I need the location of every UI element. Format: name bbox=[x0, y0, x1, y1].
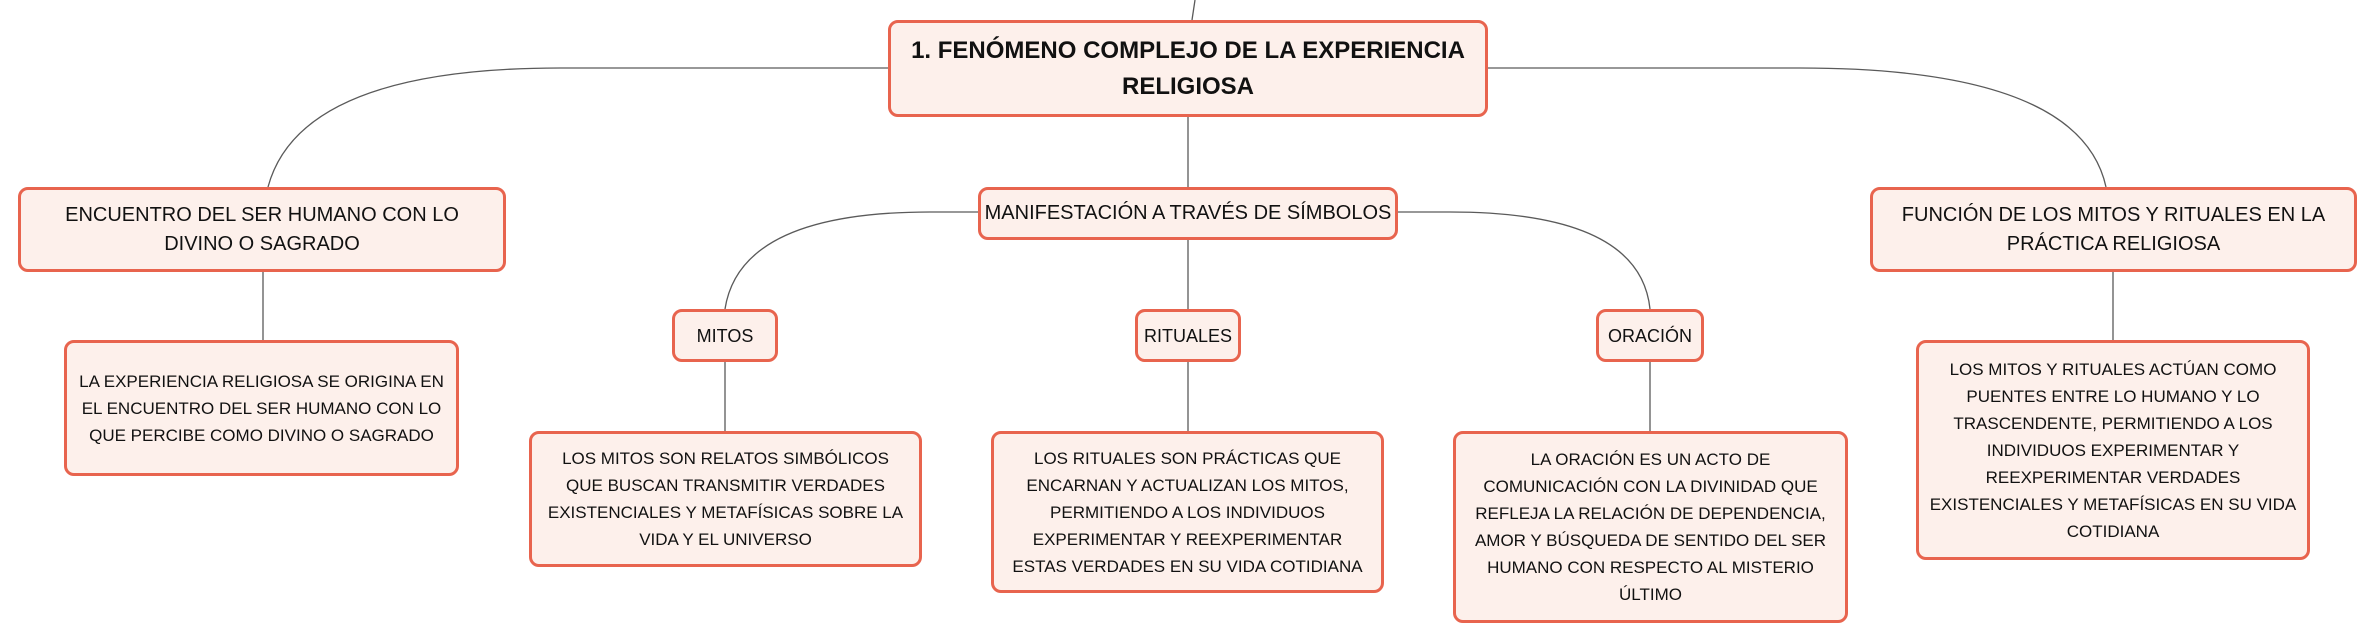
node-simbolos-label: MANIFESTACIÓN A TRAVÉS DE SÍMBOLOS bbox=[984, 202, 1392, 224]
node-rituales-detail[interactable]: LOS RITUALES SON PRÁCTICAS QUE ENCARNAN … bbox=[991, 431, 1384, 593]
node-mitos-detail-text: LOS MITOS SON RELATOS SIMBÓLICOS QUE BUS… bbox=[547, 449, 904, 549]
node-rituales-detail-text: LOS RITUALES SON PRÁCTICAS QUE ENCARNAN … bbox=[1012, 448, 1363, 576]
node-encuentro-detail-text: LA EXPERIENCIA RELIGIOSA SE ORIGINA EN E… bbox=[79, 371, 444, 445]
node-oracion-detail[interactable]: LA ORACIÓN ES UN ACTO DE COMUNICACIÓN CO… bbox=[1453, 431, 1848, 623]
connector-root-incoming bbox=[1191, 0, 1196, 21]
connector-simbolos-oracion bbox=[1398, 211, 1651, 310]
node-simbolos[interactable]: MANIFESTACIÓN A TRAVÉS DE SÍMBOLOS bbox=[978, 187, 1398, 240]
node-mitos-label: MITOS bbox=[696, 325, 754, 346]
node-funcion-detail-text: LOS MITOS Y RITUALES ACTÚAN COMO PUENTES… bbox=[1929, 359, 2297, 541]
node-encuentro-detail[interactable]: LA EXPERIENCIA RELIGIOSA SE ORIGINA EN E… bbox=[64, 340, 459, 476]
node-oracion-label: ORACIÓN bbox=[1607, 325, 1692, 346]
root-label: 1. FENÓMENO COMPLEJO DE LA EXPERIENCIA R… bbox=[911, 36, 1465, 100]
connector-root-encuentro bbox=[267, 67, 888, 188]
root-node[interactable]: 1. FENÓMENO COMPLEJO DE LA EXPERIENCIA R… bbox=[888, 20, 1488, 117]
node-funcion[interactable]: FUNCIÓN DE LOS MITOS Y RITUALES EN LA PR… bbox=[1870, 187, 2357, 272]
connector-simbolos-mitos bbox=[724, 211, 978, 310]
connector-root-funcion bbox=[1488, 67, 2107, 188]
node-funcion-label: FUNCIÓN DE LOS MITOS Y RITUALES EN LA PR… bbox=[1901, 203, 2326, 255]
node-mitos-detail[interactable]: LOS MITOS SON RELATOS SIMBÓLICOS QUE BUS… bbox=[529, 431, 922, 567]
node-oracion[interactable]: ORACIÓN bbox=[1596, 309, 1704, 362]
node-funcion-detail[interactable]: LOS MITOS Y RITUALES ACTÚAN COMO PUENTES… bbox=[1916, 340, 2310, 560]
node-encuentro[interactable]: ENCUENTRO DEL SER HUMANO CON LO DIVINO O… bbox=[18, 187, 506, 272]
node-encuentro-label: ENCUENTRO DEL SER HUMANO CON LO DIVINO O… bbox=[65, 203, 459, 255]
node-rituales[interactable]: RITUALES bbox=[1135, 309, 1241, 362]
node-mitos[interactable]: MITOS bbox=[672, 309, 778, 362]
node-rituales-label: RITUALES bbox=[1143, 325, 1233, 346]
node-oracion-detail-text: LA ORACIÓN ES UN ACTO DE COMUNICACIÓN CO… bbox=[1474, 450, 1827, 604]
